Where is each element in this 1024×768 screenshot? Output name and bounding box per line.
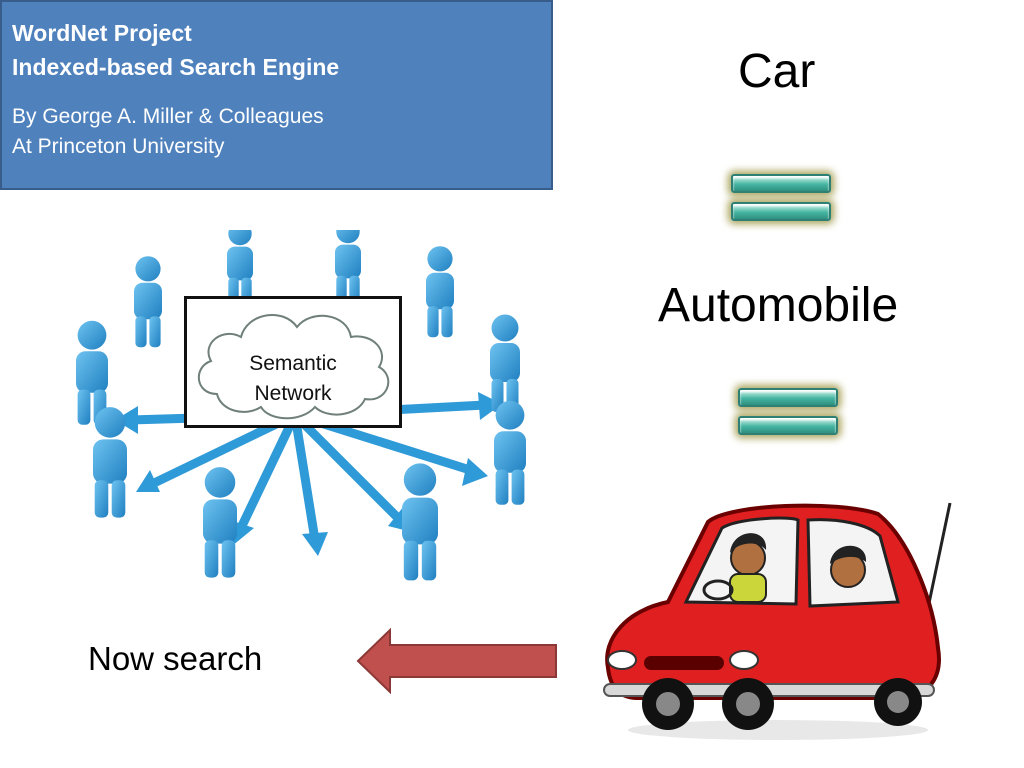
car-illustration (603, 502, 952, 740)
left-arrow-icon (356, 628, 557, 694)
equals-icon (738, 388, 838, 436)
cloud-label: Semantic Network (187, 349, 399, 409)
word-automobile: Automobile (658, 279, 899, 332)
byline-1: By George A. Miller & Colleagues (12, 105, 324, 128)
title-box: WordNet Project Indexed-based Search Eng… (0, 0, 553, 190)
word-car: Car (738, 45, 816, 98)
title-line-1: WordNet Project (12, 20, 192, 46)
cloud-icon (197, 313, 390, 420)
now-search-label: Now search (88, 640, 263, 677)
cloud-line-1: Semantic (249, 352, 337, 375)
byline-2: At Princeton University (12, 135, 225, 158)
semantic-network-box: Semantic Network (184, 296, 402, 428)
title-line-2: Indexed-based Search Engine (12, 54, 340, 80)
equals-icon (731, 174, 831, 222)
cloud-line-2: Network (254, 382, 332, 405)
